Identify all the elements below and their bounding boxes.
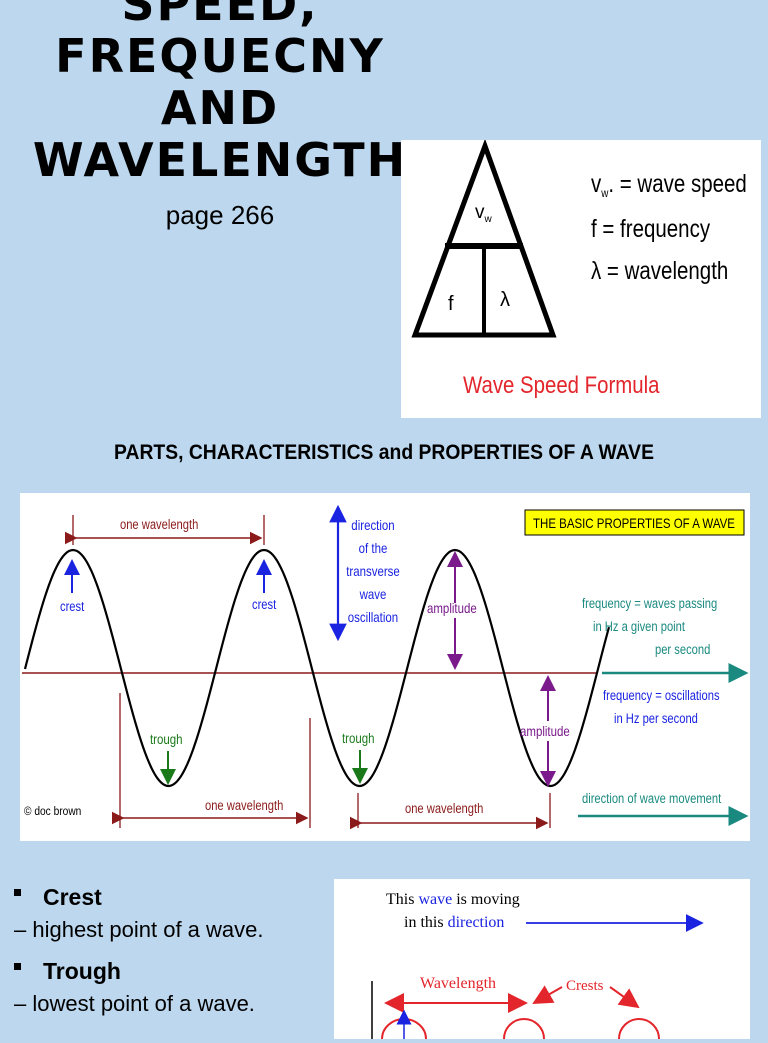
formula-caption: Wave Speed Formula bbox=[463, 371, 660, 398]
trough-label-2: trough bbox=[342, 730, 375, 746]
bullet-square-icon bbox=[14, 963, 21, 971]
page-reference: page 266 bbox=[165, 200, 275, 230]
title-line-3: AND bbox=[160, 81, 280, 135]
bullet-crest-desc: – highest point of a wave. bbox=[14, 917, 264, 942]
formula-panel: vw f λ vw. = wave speed f = frequency λ … bbox=[401, 138, 761, 418]
moving-crests-label: Crests bbox=[566, 978, 604, 994]
svg-text:in Hz a given point: in Hz a given point bbox=[593, 619, 685, 634]
moving-wave-diagram: This wave is moving in this direction Wa… bbox=[334, 879, 750, 1043]
wave-movement-label: direction of wave movement bbox=[582, 791, 722, 806]
crest-label-2: crest bbox=[252, 597, 277, 612]
oscillation-label: direction of the transverse wave oscilla… bbox=[346, 517, 400, 625]
definitions-list: Crest – highest point of a wave. Trough … bbox=[14, 880, 324, 1028]
crest-circle-2 bbox=[503, 1018, 545, 1043]
svg-text:frequency = waves passing: frequency = waves passing bbox=[582, 596, 717, 611]
moving-line-2: in this direction bbox=[404, 914, 504, 931]
svg-text:transverse: transverse bbox=[346, 563, 400, 579]
bullet-trough-term: Trough bbox=[14, 954, 324, 988]
crest-arrow-a bbox=[532, 985, 563, 1004]
amplitude-label-upper: amplitude bbox=[427, 600, 477, 616]
section-heading: PARTS, CHARACTERISTICS and PROPERTIES OF… bbox=[114, 441, 654, 464]
svg-text:frequency = oscillations: frequency = oscillations bbox=[603, 688, 720, 703]
bullet-trough-desc: – lowest point of a wave. bbox=[14, 991, 255, 1016]
title-line-1: SPEED, bbox=[121, 0, 319, 31]
legend-frequency: f = frequency bbox=[591, 214, 711, 242]
moving-wavelength-label: Wavelength bbox=[420, 975, 496, 992]
svg-text:direction: direction bbox=[351, 517, 394, 533]
legend-wavelength: λ = wavelength bbox=[591, 256, 728, 284]
svg-text:in Hz per second: in Hz per second bbox=[614, 711, 698, 726]
credit-text: © doc brown bbox=[24, 805, 81, 818]
wave-properties-diagram: one wavelength crest crest direction of … bbox=[20, 493, 750, 841]
triangle-right-label: λ bbox=[500, 289, 510, 311]
formula-triangle-diagram: vw f λ vw. = wave speed f = frequency λ … bbox=[411, 138, 747, 398]
bullet-square-icon bbox=[14, 889, 21, 897]
moving-wave-svg: This wave is moving in this direction Wa… bbox=[371, 891, 704, 1043]
wave-properties-svg: one wavelength crest crest direction of … bbox=[22, 504, 749, 830]
wavelength-label-top: one wavelength bbox=[120, 517, 198, 532]
crest-arrow-b bbox=[609, 986, 640, 1009]
triangle-left-label: f bbox=[448, 293, 454, 315]
title-line-2: FREQUECNY bbox=[55, 29, 385, 83]
svg-text:oscillation: oscillation bbox=[348, 609, 398, 625]
crest-circle-3 bbox=[618, 1018, 660, 1043]
svg-text:wave: wave bbox=[359, 586, 387, 602]
frequency-label-1: frequency = waves passing in Hz a given … bbox=[582, 596, 717, 657]
trough-label-1: trough bbox=[150, 731, 183, 747]
svg-text:of the: of the bbox=[359, 540, 388, 556]
properties-banner-text: THE BASIC PROPERTIES OF A WAVE bbox=[533, 515, 735, 531]
frequency-label-2: frequency = oscillations in Hz per secon… bbox=[603, 688, 720, 726]
title-line-4: WAVELENGTH bbox=[32, 133, 408, 187]
bullet-crest-term: Crest bbox=[14, 880, 324, 914]
amplitude-label-lower: amplitude bbox=[520, 723, 570, 739]
legend-wave-speed: vw. = wave speed bbox=[591, 169, 747, 200]
wavelength-label-lower-2: one wavelength bbox=[405, 801, 483, 816]
triangle-top-label: vw bbox=[475, 202, 493, 225]
svg-text:per second: per second bbox=[655, 642, 710, 657]
properties-banner bbox=[524, 509, 745, 536]
crest-label-1: crest bbox=[60, 599, 85, 614]
wavelength-label-lower-1: one wavelength bbox=[205, 798, 283, 813]
wave-curve bbox=[23, 548, 611, 788]
slide-title: SPEED, FREQUECNY AND WAVELENGTH bbox=[0, 0, 440, 186]
moving-line-1: This wave is moving bbox=[386, 891, 520, 908]
